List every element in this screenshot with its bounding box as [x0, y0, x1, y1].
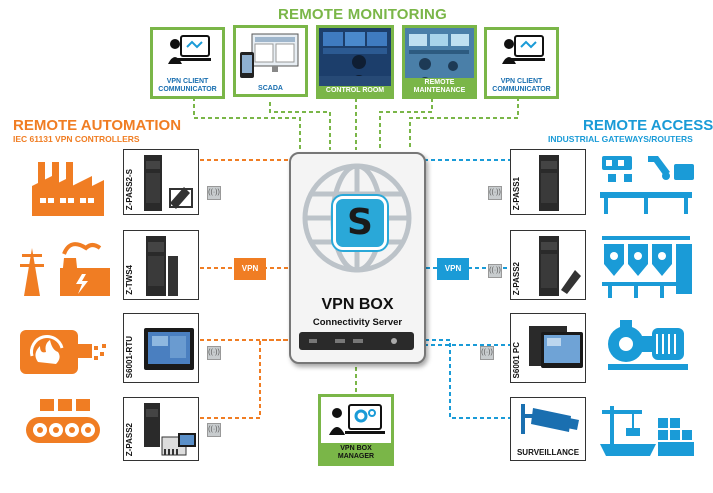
usb-port — [309, 339, 317, 343]
scada-screens-icon — [240, 33, 299, 78]
monitoring-card-scada: SCADA — [233, 25, 308, 97]
wireless-icon: ((·)) — [488, 264, 502, 278]
monitoring-label: REMOTE MAINTENANCE — [405, 78, 474, 96]
vpn-tag-left: VPN — [234, 258, 266, 280]
remote-automation-subtitle: IEC 61131 VPN CONTROLLERS — [13, 134, 140, 144]
power-led — [391, 338, 397, 344]
hmi-panel-icon — [144, 328, 194, 370]
gateway-module-icon — [539, 155, 559, 211]
monitoring-label: CONTROL ROOM — [319, 86, 391, 96]
usb-port — [335, 339, 345, 343]
right-device-card-4: SURVEILLANCE — [510, 397, 586, 461]
logo-badge: S — [333, 196, 387, 250]
power-plant-icon — [20, 242, 110, 296]
monitoring-card-control-room: CONTROL ROOM — [316, 25, 394, 99]
laptop-gears-icon — [329, 404, 385, 435]
device-label: S6001-RTU — [125, 335, 134, 378]
remote-automation-title: REMOTE AUTOMATION — [13, 117, 182, 134]
laptop-user-icon — [168, 35, 211, 64]
wireless-icon: ((·)) — [207, 186, 221, 200]
left-device-card-1: Z-PASS2-S — [123, 149, 199, 215]
gateway-module-icon — [539, 236, 581, 296]
panel-pc-icon — [529, 326, 583, 368]
left-device-card-3: S6001-RTU — [123, 313, 199, 383]
production-line-icon — [600, 156, 694, 214]
port-cranes-icon — [600, 406, 694, 456]
manager-label: VPN BOX MANAGER — [321, 443, 391, 463]
silo-tanks-icon — [602, 236, 692, 298]
device-label: Z-PASS1 — [512, 176, 521, 210]
right-device-card-1: Z-PASS1 — [510, 149, 586, 215]
left-device-card-4: Z-PASS2 — [123, 397, 199, 461]
controller-module-icon — [144, 155, 193, 211]
device-label: Z-PASS2 — [512, 261, 521, 295]
monitoring-card-vpn-client-right: VPN CLIENT COMMUNICATOR — [484, 27, 559, 99]
control-room-photo — [319, 28, 391, 86]
controller-module-icon — [144, 403, 196, 456]
surveillance-label: SURVEILLANCE — [516, 448, 580, 457]
device-label: S6001 PC — [512, 341, 521, 378]
monitoring-card-remote-maintenance: REMOTE MAINTENANCE — [402, 25, 477, 99]
device-label: Z-PASS2 — [125, 422, 134, 456]
wireless-icon: ((·)) — [207, 423, 221, 437]
pump-motor-icon — [608, 320, 688, 370]
usb-port — [353, 339, 363, 343]
laptop-user-icon — [502, 35, 545, 64]
monitoring-card-vpn-client-left: VPN CLIENT COMMUNICATOR — [150, 27, 225, 99]
controller-module-icon — [146, 236, 178, 296]
heat-process-icon — [20, 330, 106, 374]
vpn-box-manager-card: VPN BOX MANAGER — [318, 394, 394, 466]
maintenance-photo — [405, 28, 474, 86]
monitoring-label: VPN CLIENT COMMUNICATOR — [158, 78, 217, 93]
wireless-icon: ((·)) — [480, 346, 494, 360]
device-label: Z-PASS2-S — [125, 168, 134, 210]
wireless-icon: ((·)) — [488, 186, 502, 200]
vpn-tag-right: VPN — [437, 258, 469, 280]
vpn-box-title: VPN BOX — [321, 296, 394, 313]
monitoring-label: SCADA — [236, 84, 305, 94]
factory-icon — [32, 162, 104, 216]
left-device-card-2: Z-TWS4 — [123, 230, 199, 300]
logo-letter: S — [347, 202, 373, 243]
monitoring-label: VPN CLIENT COMMUNICATOR — [492, 78, 551, 93]
remote-monitoring-title: REMOTE MONITORING — [278, 6, 447, 23]
wireless-icon: ((·)) — [207, 346, 221, 360]
vpn-box-subtitle: Connectivity Server — [312, 317, 403, 328]
remote-access-title: REMOTE ACCESS — [583, 117, 713, 134]
remote-access-subtitle: INDUSTRIAL GATEWAYS/ROUTERS — [548, 134, 693, 144]
conveyor-icon — [26, 399, 100, 443]
right-device-card-3: S6001 PC — [510, 313, 586, 383]
server-front-panel — [299, 332, 414, 350]
vpn-box: S VPN BOX Connectivity Server — [289, 152, 426, 364]
security-camera-icon — [521, 404, 579, 434]
device-label: Z-TWS4 — [125, 265, 134, 295]
right-device-card-2: Z-PASS2 — [510, 230, 586, 300]
